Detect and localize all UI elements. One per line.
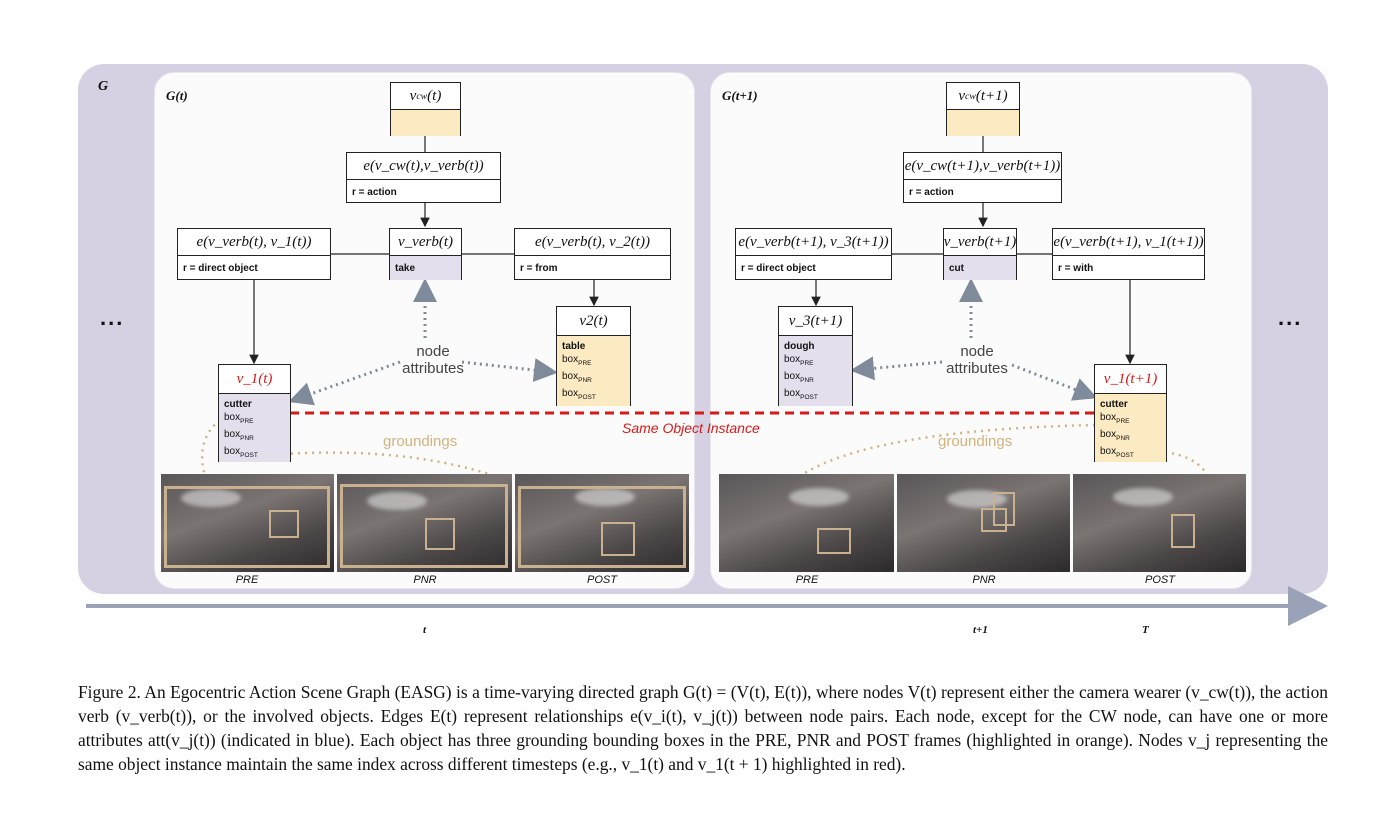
frame-pre-t1 xyxy=(719,474,894,572)
camera-wearer-grounding xyxy=(391,110,460,136)
verb-node-t1: v_verb(t+1) cut xyxy=(943,228,1017,280)
grounding-box-small-2 xyxy=(981,508,1007,532)
edge-action-relation-t1: r = action xyxy=(909,186,954,198)
same-object-instance-label: Same Object Instance xyxy=(622,420,760,436)
object-v1-box-pre: boxPRE xyxy=(224,412,254,425)
frame-label-pre-t: PRE xyxy=(235,574,259,586)
grounding-box-large xyxy=(164,486,330,568)
time-axis-label-T: T xyxy=(1142,624,1149,636)
edge-action-relation: r = action xyxy=(352,186,397,198)
groundings-label-t: groundings xyxy=(383,433,458,450)
node-attributes-label-t1: node attributes xyxy=(946,343,1008,377)
grounding-box-small xyxy=(1171,514,1195,548)
edge-from-relation: r = from xyxy=(520,262,558,274)
edge-direct-object-relation: r = direct object xyxy=(183,262,258,274)
grounding-box-small xyxy=(601,522,635,556)
time-axis-label-t1: t+1 xyxy=(973,624,988,636)
object-node-v2-title: v2(t) xyxy=(557,307,630,336)
object-v3-box-pnr: boxPNR xyxy=(784,371,814,384)
node-attributes-label-t: node attributes xyxy=(402,343,464,377)
object-v1-t1-name: cutter xyxy=(1100,399,1128,410)
frame-pnr-t xyxy=(337,474,512,572)
object-v2-name: table xyxy=(562,341,586,352)
frame-label-pre-t1: PRE xyxy=(795,574,819,586)
edge-action-t1: e(v_cw(t+1),v_verb(t+1)) r = action xyxy=(903,152,1062,203)
object-v3-box-pre: boxPRE xyxy=(784,354,814,367)
camera-wearer-grounding-t1 xyxy=(947,110,1019,136)
grounding-box-large xyxy=(340,484,508,568)
object-v1-t1-box-post: boxPOST xyxy=(1100,446,1134,459)
edge-with-relation-t1: r = with xyxy=(1058,262,1094,274)
object-node-v3-title: v_3(t+1) xyxy=(779,307,852,336)
object-node-v1-title: v_1(t) xyxy=(219,365,290,394)
frame-label-post-t: POST xyxy=(587,574,617,586)
verb-attribute: take xyxy=(390,256,461,280)
object-v1-box-post: boxPOST xyxy=(224,446,258,459)
object-v3-name: dough xyxy=(784,341,815,352)
edge-action-title: e(v_cw(t),v_verb(t)) xyxy=(347,153,500,180)
object-node-v3-t1: v_3(t+1) dough boxPRE boxPNR boxPOST xyxy=(778,306,853,406)
object-v1-box-pnr: boxPNR xyxy=(224,429,254,442)
frame-label-post-t1: POST xyxy=(1145,574,1175,586)
object-v2-box-pnr: boxPNR xyxy=(562,371,592,384)
frame-pre-t xyxy=(161,474,334,572)
edge-direct-object-relation-t1: r = direct object xyxy=(741,262,816,274)
frame-post-t1 xyxy=(1073,474,1246,572)
grounding-box-small xyxy=(817,528,851,554)
grounding-box-small xyxy=(269,510,299,538)
groundings-label-t1: groundings xyxy=(938,433,1013,450)
frame-label-pnr-t1: PNR xyxy=(972,574,996,586)
edge-action-title-t1: e(v_cw(t+1),v_verb(t+1)) xyxy=(904,153,1061,180)
object-node-v2-t: v2(t) table boxPRE boxPNR boxPOST xyxy=(556,306,631,406)
edge-with-title-t1: e(v_verb(t+1), v_1(t+1)) xyxy=(1053,229,1204,256)
object-node-v1-t: v_1(t) cutter boxPRE boxPNR boxPOST xyxy=(218,364,291,462)
object-v2-box-pre: boxPRE xyxy=(562,354,592,367)
verb-node-title-t1: v_verb(t+1) xyxy=(944,229,1016,256)
object-node-v1-t1: v_1(t+1) cutter boxPRE boxPNR boxPOST xyxy=(1094,364,1167,462)
edge-direct-object-title-t1: e(v_verb(t+1), v_3(t+1)) xyxy=(736,229,891,256)
panel-gt1-label: G(t+1) xyxy=(722,88,758,103)
frame-pnr-t1 xyxy=(897,474,1070,572)
edge-with-t1: e(v_verb(t+1), v_1(t+1)) r = with xyxy=(1052,228,1205,280)
ellipsis-left: ... xyxy=(100,305,125,330)
edge-action-t: e(v_cw(t),v_verb(t)) r = action xyxy=(346,152,501,203)
verb-node-t: v_verb(t) take xyxy=(389,228,462,280)
edge-direct-object-t1: e(v_verb(t+1), v_3(t+1)) r = direct obje… xyxy=(735,228,892,280)
edge-direct-object-title: e(v_verb(t), v_1(t)) xyxy=(178,229,330,256)
object-v1-t1-box-pnr: boxPNR xyxy=(1100,429,1130,442)
edge-from-t: e(v_verb(t), v_2(t)) r = from xyxy=(514,228,671,280)
object-v1-t1-box-pre: boxPRE xyxy=(1100,412,1130,425)
edge-direct-object-t: e(v_verb(t), v_1(t)) r = direct object xyxy=(177,228,331,280)
frame-post-t xyxy=(515,474,689,572)
edge-from-title: e(v_verb(t), v_2(t)) xyxy=(515,229,670,256)
frame-label-pnr-t: PNR xyxy=(413,574,437,586)
verb-attribute-t1: cut xyxy=(944,256,1016,280)
object-node-v1-title-t1: v_1(t+1) xyxy=(1095,365,1166,394)
panel-gt-label: G(t) xyxy=(166,88,188,103)
ellipsis-right: ... xyxy=(1278,305,1303,330)
grounding-box-small xyxy=(425,518,455,550)
object-v1-name: cutter xyxy=(224,399,252,410)
verb-node-title: v_verb(t) xyxy=(390,229,461,256)
grounding-box-large xyxy=(518,486,686,568)
time-axis-label-t: t xyxy=(423,624,427,636)
graph-sequence-label: G xyxy=(98,79,109,94)
object-v2-box-post: boxPOST xyxy=(562,388,596,401)
object-v3-box-post: boxPOST xyxy=(784,388,818,401)
figure-caption: Figure 2. An Egocentric Action Scene Gra… xyxy=(78,682,1328,774)
